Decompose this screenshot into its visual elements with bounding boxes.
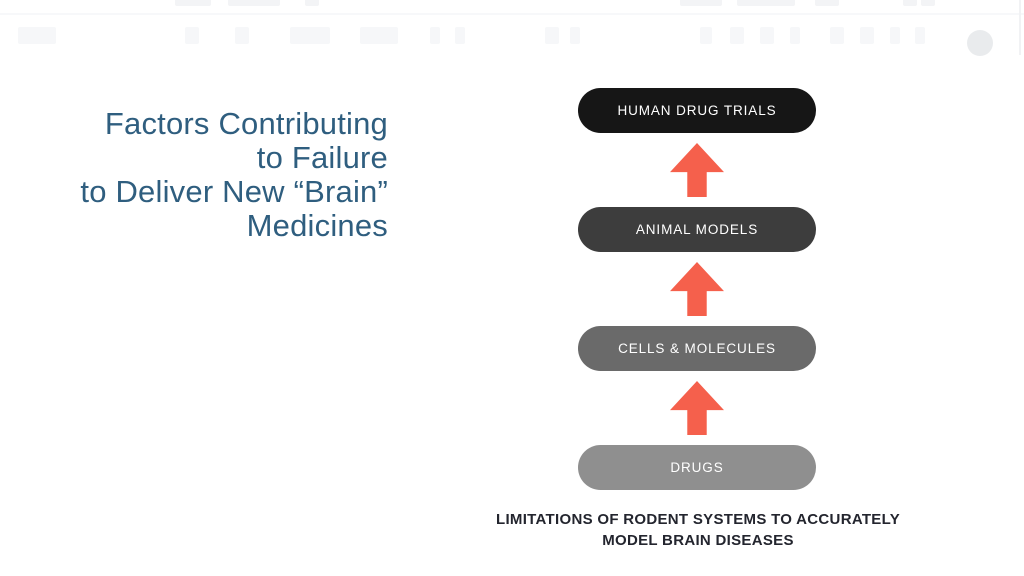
diagram-level-label: DRUGS <box>670 460 724 475</box>
flow-diagram: HUMAN DRUG TRIALS ANIMAL MODELS CELLS & … <box>578 88 816 490</box>
diagram-level-drugs: DRUGS <box>578 445 816 490</box>
ghost-shape <box>830 27 844 44</box>
diagram-level-animal-models: ANIMAL MODELS <box>578 207 816 252</box>
ghost-shape <box>890 27 900 44</box>
ghost-shape <box>0 13 1024 15</box>
corner-circle <box>967 30 993 56</box>
ghost-shape <box>760 27 774 44</box>
ghost-shape <box>305 0 319 6</box>
diagram-level-human-drug-trials: HUMAN DRUG TRIALS <box>578 88 816 133</box>
ghost-shape <box>290 27 330 44</box>
ghost-shape <box>730 27 744 44</box>
ghost-shape <box>18 27 56 44</box>
ghost-shape <box>915 27 925 44</box>
ghost-shape <box>1019 0 1021 55</box>
ghost-shape <box>360 27 398 44</box>
ghost-shape <box>921 0 935 6</box>
ghost-shape <box>680 0 722 6</box>
ghost-shape <box>235 27 249 44</box>
ghost-shape <box>790 27 800 44</box>
ghost-shape <box>737 0 795 6</box>
diagram-caption-line: LIMITATIONS OF RODENT SYSTEMS TO ACCURAT… <box>495 511 901 528</box>
up-arrow-icon <box>670 143 724 197</box>
slide-title-line: to Failure <box>256 140 388 175</box>
slide-title-line: Factors Contributing <box>104 106 388 141</box>
diagram-level-label: ANIMAL MODELS <box>635 222 759 237</box>
diagram-level-label: HUMAN DRUG TRIALS <box>617 103 777 118</box>
ghost-shape <box>860 27 874 44</box>
up-arrow-icon <box>670 381 724 435</box>
ghost-shape <box>455 27 465 44</box>
slide-title-line: to Deliver New “Brain” <box>80 174 388 209</box>
diagram-level-cells-molecules: CELLS & MOLECULES <box>578 326 816 371</box>
ghost-shape <box>185 27 199 44</box>
ghost-shape <box>545 27 559 44</box>
ghost-shape <box>228 0 280 6</box>
ghost-shape <box>700 27 712 44</box>
ghost-shape <box>570 27 580 44</box>
slide-title-line: Medicines <box>246 208 388 243</box>
diagram-level-label: CELLS & MOLECULES <box>618 341 776 356</box>
diagram-caption: LIMITATIONS OF RODENT SYSTEMS TO ACCURAT… <box>462 509 934 551</box>
slide-title: Factors Contributing to Failure to Deliv… <box>40 107 388 243</box>
ghost-shape <box>175 0 211 6</box>
ghost-shape <box>815 0 839 6</box>
ghost-shape <box>430 27 440 44</box>
diagram-caption-line: MODEL BRAIN DISEASES <box>602 532 794 549</box>
ghost-shape <box>903 0 917 6</box>
up-arrow-icon <box>670 262 724 316</box>
